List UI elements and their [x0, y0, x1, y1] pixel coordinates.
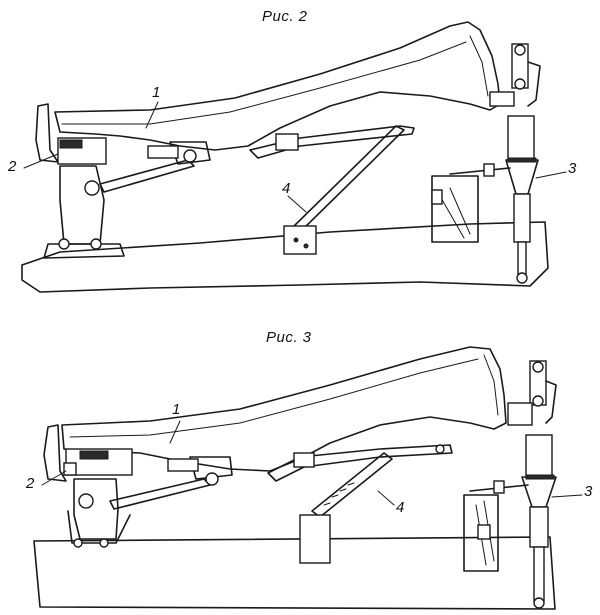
front-support-foot: [67, 510, 131, 544]
front-foot-bolt: [73, 538, 83, 548]
strut-diagonal: [311, 452, 393, 518]
frame-member: [54, 21, 501, 151]
strut-end-eye: [435, 444, 445, 454]
frame-member: [61, 346, 507, 472]
body-floor-panel: [33, 536, 556, 610]
callout-shock: 3: [584, 483, 593, 500]
frame-flange-line: [469, 35, 489, 97]
arm-pivot-bolt: [183, 149, 197, 163]
frame-crossbar: [167, 458, 199, 472]
leader-bumper: [41, 470, 67, 486]
shackle-bracket: [489, 91, 515, 107]
shock-eye: [516, 272, 528, 284]
figure-caption: Рис. 2: [262, 8, 308, 25]
bumper-mount-shadow: [79, 450, 109, 460]
shock-upper-body: [525, 434, 553, 478]
bumper-clip: [63, 462, 77, 476]
strut-upper-rail: [267, 444, 453, 482]
frame-flange-line: [483, 354, 499, 416]
shackle-pin: [532, 361, 544, 373]
bumper-mount-shadow: [59, 139, 83, 149]
leader-strut: [287, 195, 307, 213]
shackle-bracket: [507, 402, 533, 426]
side-bracket-plate: [463, 494, 499, 572]
side-bracket-clamp: [431, 189, 443, 205]
callout-frame: 1: [172, 401, 181, 418]
strut-top-plate: [275, 133, 299, 151]
front-pivot-bolt: [84, 180, 100, 196]
strut-upper-rail: [249, 125, 415, 159]
shackle-pin: [514, 78, 526, 90]
leader-strut: [377, 490, 395, 506]
front-foot-bolt: [58, 238, 70, 250]
front-foot-bolt: [99, 538, 109, 548]
body-floor-panel: [21, 221, 549, 293]
side-bracket-rib: [439, 187, 471, 239]
lower-arm: [99, 159, 195, 193]
callout-frame: 1: [152, 84, 161, 101]
leader-lines: [41, 420, 583, 506]
leader-frame: [169, 420, 181, 444]
shock-collar: [507, 157, 537, 163]
shock-mount-bolt: [449, 167, 511, 175]
shock-upper-body: [507, 115, 535, 161]
figure-3: Рис. 3: [0, 325, 600, 615]
frame-inner-line: [69, 358, 479, 438]
leader-frame: [145, 101, 159, 129]
callout-strut: 4: [282, 180, 291, 197]
shackle-hook: [545, 380, 557, 424]
frame-inner-line: [61, 41, 467, 125]
figure-caption: Рис. 3: [266, 329, 312, 346]
callout-bumper: 2: [26, 475, 35, 492]
strut-teeth: [323, 482, 355, 506]
front-pivot-bolt: [78, 493, 94, 509]
strut-bottom-plate: [283, 225, 317, 255]
shock-mount-nut: [483, 163, 495, 177]
arm-pivot-bolt: [205, 472, 219, 486]
callout-bumper: 2: [8, 158, 17, 175]
shock-eye: [533, 597, 545, 609]
figure-2: Рис. 2: [0, 0, 600, 300]
leader-bumper: [23, 153, 59, 169]
side-bracket-clamp: [477, 524, 491, 540]
bumper-bracket: [43, 424, 67, 482]
frame-crossbar: [147, 145, 179, 159]
front-foot-bolt: [90, 238, 102, 250]
mechanism-drawing: [21, 21, 549, 293]
callout-strut: 4: [396, 499, 405, 516]
strut-top-plate: [293, 452, 315, 468]
mechanism-drawing: [33, 346, 557, 610]
leader-shock: [551, 494, 583, 498]
shock-collar: [525, 474, 555, 480]
shackle-pin: [514, 44, 526, 56]
leader-shock: [535, 171, 567, 179]
shock-mount-nut: [493, 480, 505, 494]
callout-shock: 3: [568, 160, 577, 177]
strut-bolt: [303, 243, 309, 249]
side-bracket-plate: [431, 175, 479, 243]
shackle-hook: [527, 61, 541, 107]
strut-bolt: [293, 237, 299, 243]
strut-bottom-plate: [299, 514, 331, 564]
front-support-post: [73, 478, 119, 540]
leader-lines: [23, 101, 567, 213]
shackle-pin: [532, 395, 544, 407]
